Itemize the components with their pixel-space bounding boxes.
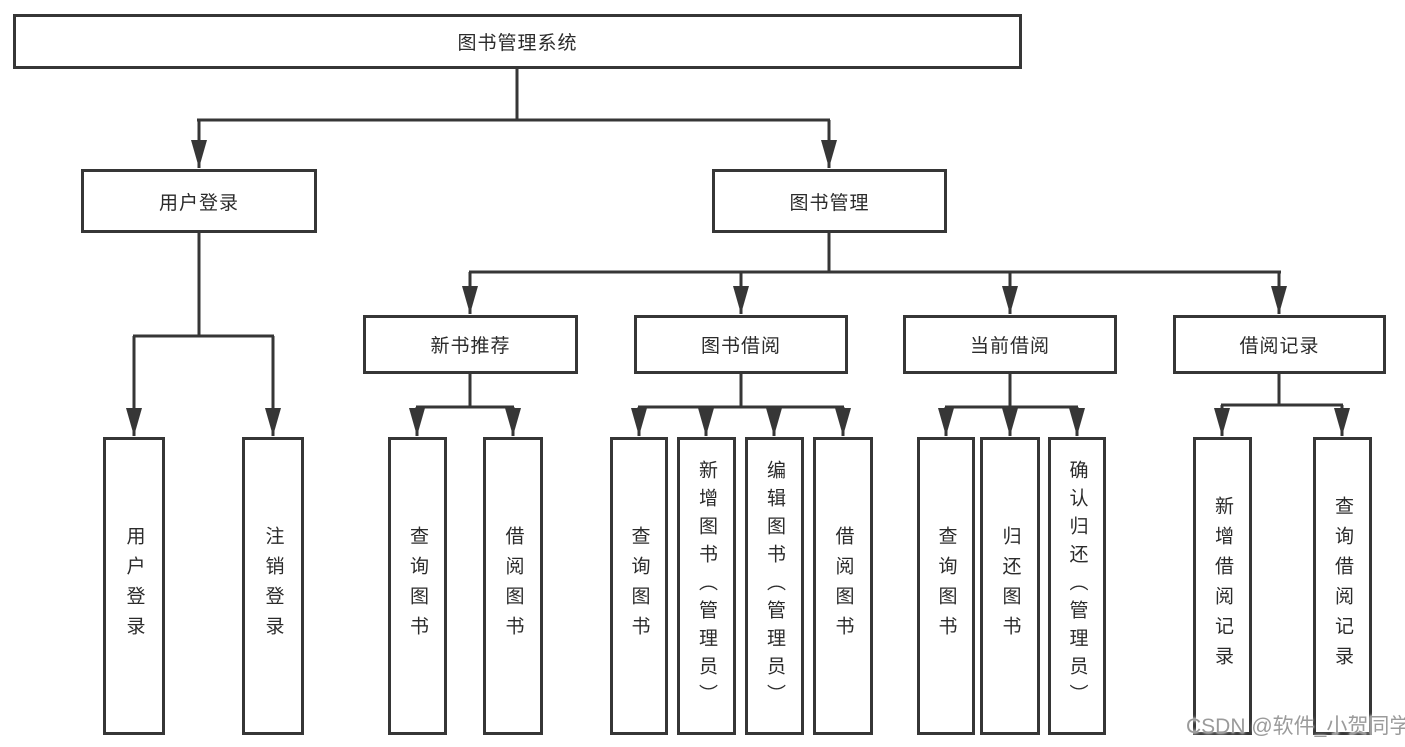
edge-book-management-to-level3: [462, 233, 1287, 314]
leaf-br-add-record-label: 新增借阅记录: [1212, 496, 1233, 676]
leaf-br-query-record-label: 查询借阅记录: [1332, 496, 1353, 676]
node-current-borrow-label: 当前借阅: [969, 336, 1050, 357]
leaf-logout: 注销登录: [242, 437, 304, 735]
node-root-label: 图书管理系统: [457, 33, 578, 54]
leaf-bb-query-book: 查询图书: [610, 437, 668, 735]
leaf-cb-return-book-label: 归还图书: [999, 526, 1021, 646]
node-user-login: 用户登录: [81, 169, 317, 233]
leaf-cb-return-book: 归还图书: [980, 437, 1040, 735]
leaf-logout-label: 注销登录: [262, 526, 284, 646]
leaf-nbr-query-book-label: 查询图书: [407, 526, 428, 646]
leaf-user-login-label: 用户登录: [123, 526, 145, 646]
edge-borrow-records-to-leaves: [1214, 374, 1350, 436]
leaf-bb-query-book-label: 查询图书: [628, 526, 650, 646]
edge-new-book-recommend-to-leaves: [409, 374, 521, 436]
leaf-bb-add-book: 新增图书（管理员）: [677, 437, 736, 735]
leaf-cb-query-book-label: 查询图书: [935, 526, 957, 646]
leaf-bb-borrow-book: 借阅图书: [813, 437, 873, 735]
leaf-cb-confirm-return-label: 确认归还（管理员）: [1066, 460, 1088, 712]
node-new-book-recommend: 新书推荐: [363, 315, 578, 374]
leaf-bb-edit-book-label: 编辑图书（管理员）: [764, 460, 785, 712]
node-root: 图书管理系统: [13, 14, 1022, 69]
watermark: CSDN @软件_小贺同学: [1186, 715, 1405, 738]
leaf-br-add-record: 新增借阅记录: [1193, 437, 1252, 735]
node-book-management-label: 图书管理: [789, 192, 870, 214]
node-borrow-records-label: 借阅记录: [1239, 336, 1320, 357]
node-current-borrow: 当前借阅: [903, 315, 1117, 374]
leaf-nbr-borrow-book: 借阅图书: [483, 437, 543, 735]
leaf-bb-borrow-book-label: 借阅图书: [832, 526, 854, 646]
node-borrow-records: 借阅记录: [1173, 315, 1386, 374]
leaf-bb-add-book-label: 新增图书（管理员）: [696, 460, 717, 712]
leaf-nbr-borrow-book-label: 借阅图书: [502, 526, 524, 646]
node-book-borrow: 图书借阅: [634, 315, 848, 374]
leaf-br-query-record: 查询借阅记录: [1313, 437, 1372, 735]
leaf-cb-query-book: 查询图书: [917, 437, 975, 735]
leaf-nbr-query-book: 查询图书: [388, 437, 447, 735]
leaf-cb-confirm-return: 确认归还（管理员）: [1048, 437, 1106, 735]
node-user-login-label: 用户登录: [158, 192, 239, 214]
node-book-borrow-label: 图书借阅: [700, 336, 781, 357]
edge-user-login-to-leaves: [126, 233, 281, 436]
leaf-user-login: 用户登录: [103, 437, 165, 735]
edge-current-borrow-to-leaves: [938, 374, 1085, 436]
leaf-bb-edit-book: 编辑图书（管理员）: [745, 437, 804, 735]
edge-book-borrow-to-leaves: [631, 374, 851, 436]
node-book-management: 图书管理: [712, 169, 947, 233]
node-new-book-recommend-label: 新书推荐: [430, 336, 511, 357]
edge-root-to-level2: [191, 69, 837, 168]
